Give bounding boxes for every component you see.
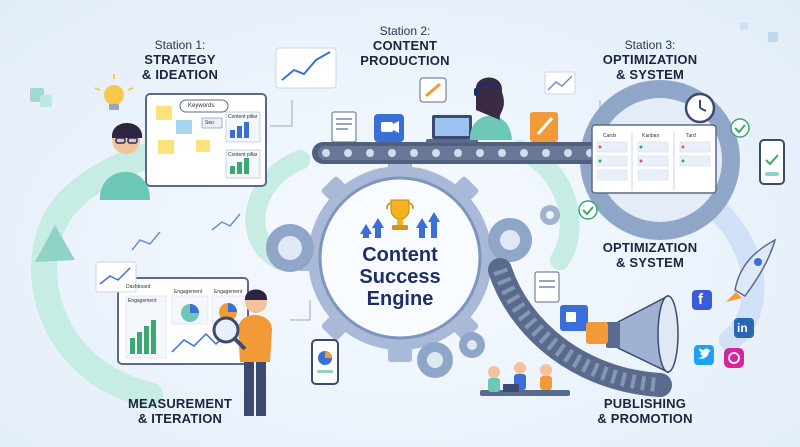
trophy-icon <box>386 199 414 230</box>
bar-chart-card <box>95 261 137 293</box>
design-icon <box>586 322 608 344</box>
team-illustration <box>480 362 570 396</box>
phone-icon <box>759 139 785 185</box>
facebook-glyph: f <box>698 291 703 308</box>
station-3-title-line: & SYSTEM <box>615 67 685 82</box>
linkedin-icon <box>734 318 754 338</box>
kanban-column-label: Kanban <box>642 133 660 139</box>
growth-arrows-icon <box>360 212 440 238</box>
stage-title-line: OPTIMIZATION <box>602 240 698 255</box>
center-title-line: Success <box>359 266 441 288</box>
decor-square <box>740 22 748 30</box>
stage-publishing-label: PUBLISHING & PROMOTION <box>575 396 715 426</box>
facebook-icon <box>692 290 712 310</box>
lightbulb-icon <box>94 74 134 110</box>
connector-lines <box>270 100 601 321</box>
stage-title-line: & SYSTEM <box>615 255 685 270</box>
phone-icon <box>311 339 339 385</box>
flow-arrowhead <box>35 225 75 262</box>
checkmark-icon <box>730 118 750 138</box>
gear-bottom-1 <box>417 342 453 378</box>
station-1-label: Station 1: STRATEGY & IDEATION <box>110 38 250 82</box>
person-strategist <box>99 123 150 200</box>
stage-optimization-label: OPTIMIZATION & SYSTEM <box>580 240 720 270</box>
dashboard-card-label: Engagement <box>128 298 157 304</box>
trend-chart-card-right <box>544 71 576 95</box>
video-icon <box>374 114 404 142</box>
gear-right <box>488 218 532 262</box>
station-3-title-line: OPTIMIZATION <box>602 52 698 67</box>
center-title-line: Engine <box>366 288 434 310</box>
decor-square <box>40 95 52 107</box>
kanban-column-label: Cards <box>603 133 617 139</box>
kanban-board <box>591 124 717 194</box>
station-1-number: Station 1: <box>154 38 206 52</box>
document-icon <box>534 271 560 303</box>
conveyor-belt-curve-rollers <box>493 267 661 392</box>
stage-title-line: & PROMOTION <box>597 411 693 426</box>
magnifier-icon <box>212 316 247 351</box>
board-pillar-label: Content pillar <box>228 152 258 158</box>
station-3-label: Station 3: OPTIMIZATION & SYSTEM <box>580 38 720 82</box>
design-icon <box>530 112 558 142</box>
person-producer <box>469 77 512 140</box>
decor-square <box>768 32 778 42</box>
person-analyst <box>238 289 272 416</box>
stage-measurement-label: MEASUREMENT & ITERATION <box>110 396 250 426</box>
pencil-card-icon <box>419 77 447 103</box>
linkedin-glyph: in <box>737 321 748 335</box>
document-icon <box>331 111 357 143</box>
sparkline <box>131 213 241 251</box>
station-3-number: Station 3: <box>624 38 676 52</box>
stage-title-line: & ITERATION <box>137 411 223 426</box>
rocket-icon <box>726 238 777 302</box>
kanban-column-label: Tard <box>686 133 696 139</box>
center-title-line: Content <box>362 244 438 266</box>
checkmark-icon <box>578 200 598 220</box>
clock-icon <box>684 92 716 124</box>
stage-title-line: PUBLISHING <box>603 396 687 411</box>
trend-chart-card <box>275 47 337 89</box>
gear-left <box>266 224 314 272</box>
station-2-label: Station 2: CONTENT PRODUCTION <box>340 24 470 68</box>
station-1-title-line: STRATEGY <box>144 52 216 67</box>
megaphone-icon <box>606 294 679 374</box>
station-1-title-line: & IDEATION <box>141 67 219 82</box>
stage-title-line: MEASUREMENT <box>127 396 233 411</box>
dashboard-title: Dashboard <box>126 284 151 290</box>
conveyor-belt-top <box>312 142 612 164</box>
gear-small <box>540 205 560 225</box>
station-2-title-line: CONTENT <box>372 38 438 53</box>
center-title: Content Success Engine <box>335 244 465 310</box>
dashboard-card-label: Engagement <box>214 289 243 295</box>
station-2-title-line: PRODUCTION <box>360 53 450 68</box>
twitter-icon <box>694 345 714 365</box>
video-icon <box>560 305 588 331</box>
central-gear <box>297 155 503 362</box>
instagram-icon <box>724 348 744 368</box>
dashboard-card-label: Engagement <box>174 289 203 295</box>
gear-bottom-2 <box>459 332 485 358</box>
station-2-number: Station 2: <box>379 24 431 38</box>
board-seo-label: Seo <box>205 120 214 126</box>
board-pillar-label: Content pillar <box>228 114 258 120</box>
strategy-board <box>145 93 267 187</box>
board-keywords-label: Keywords <box>188 103 215 109</box>
laptop-icon <box>426 115 478 143</box>
